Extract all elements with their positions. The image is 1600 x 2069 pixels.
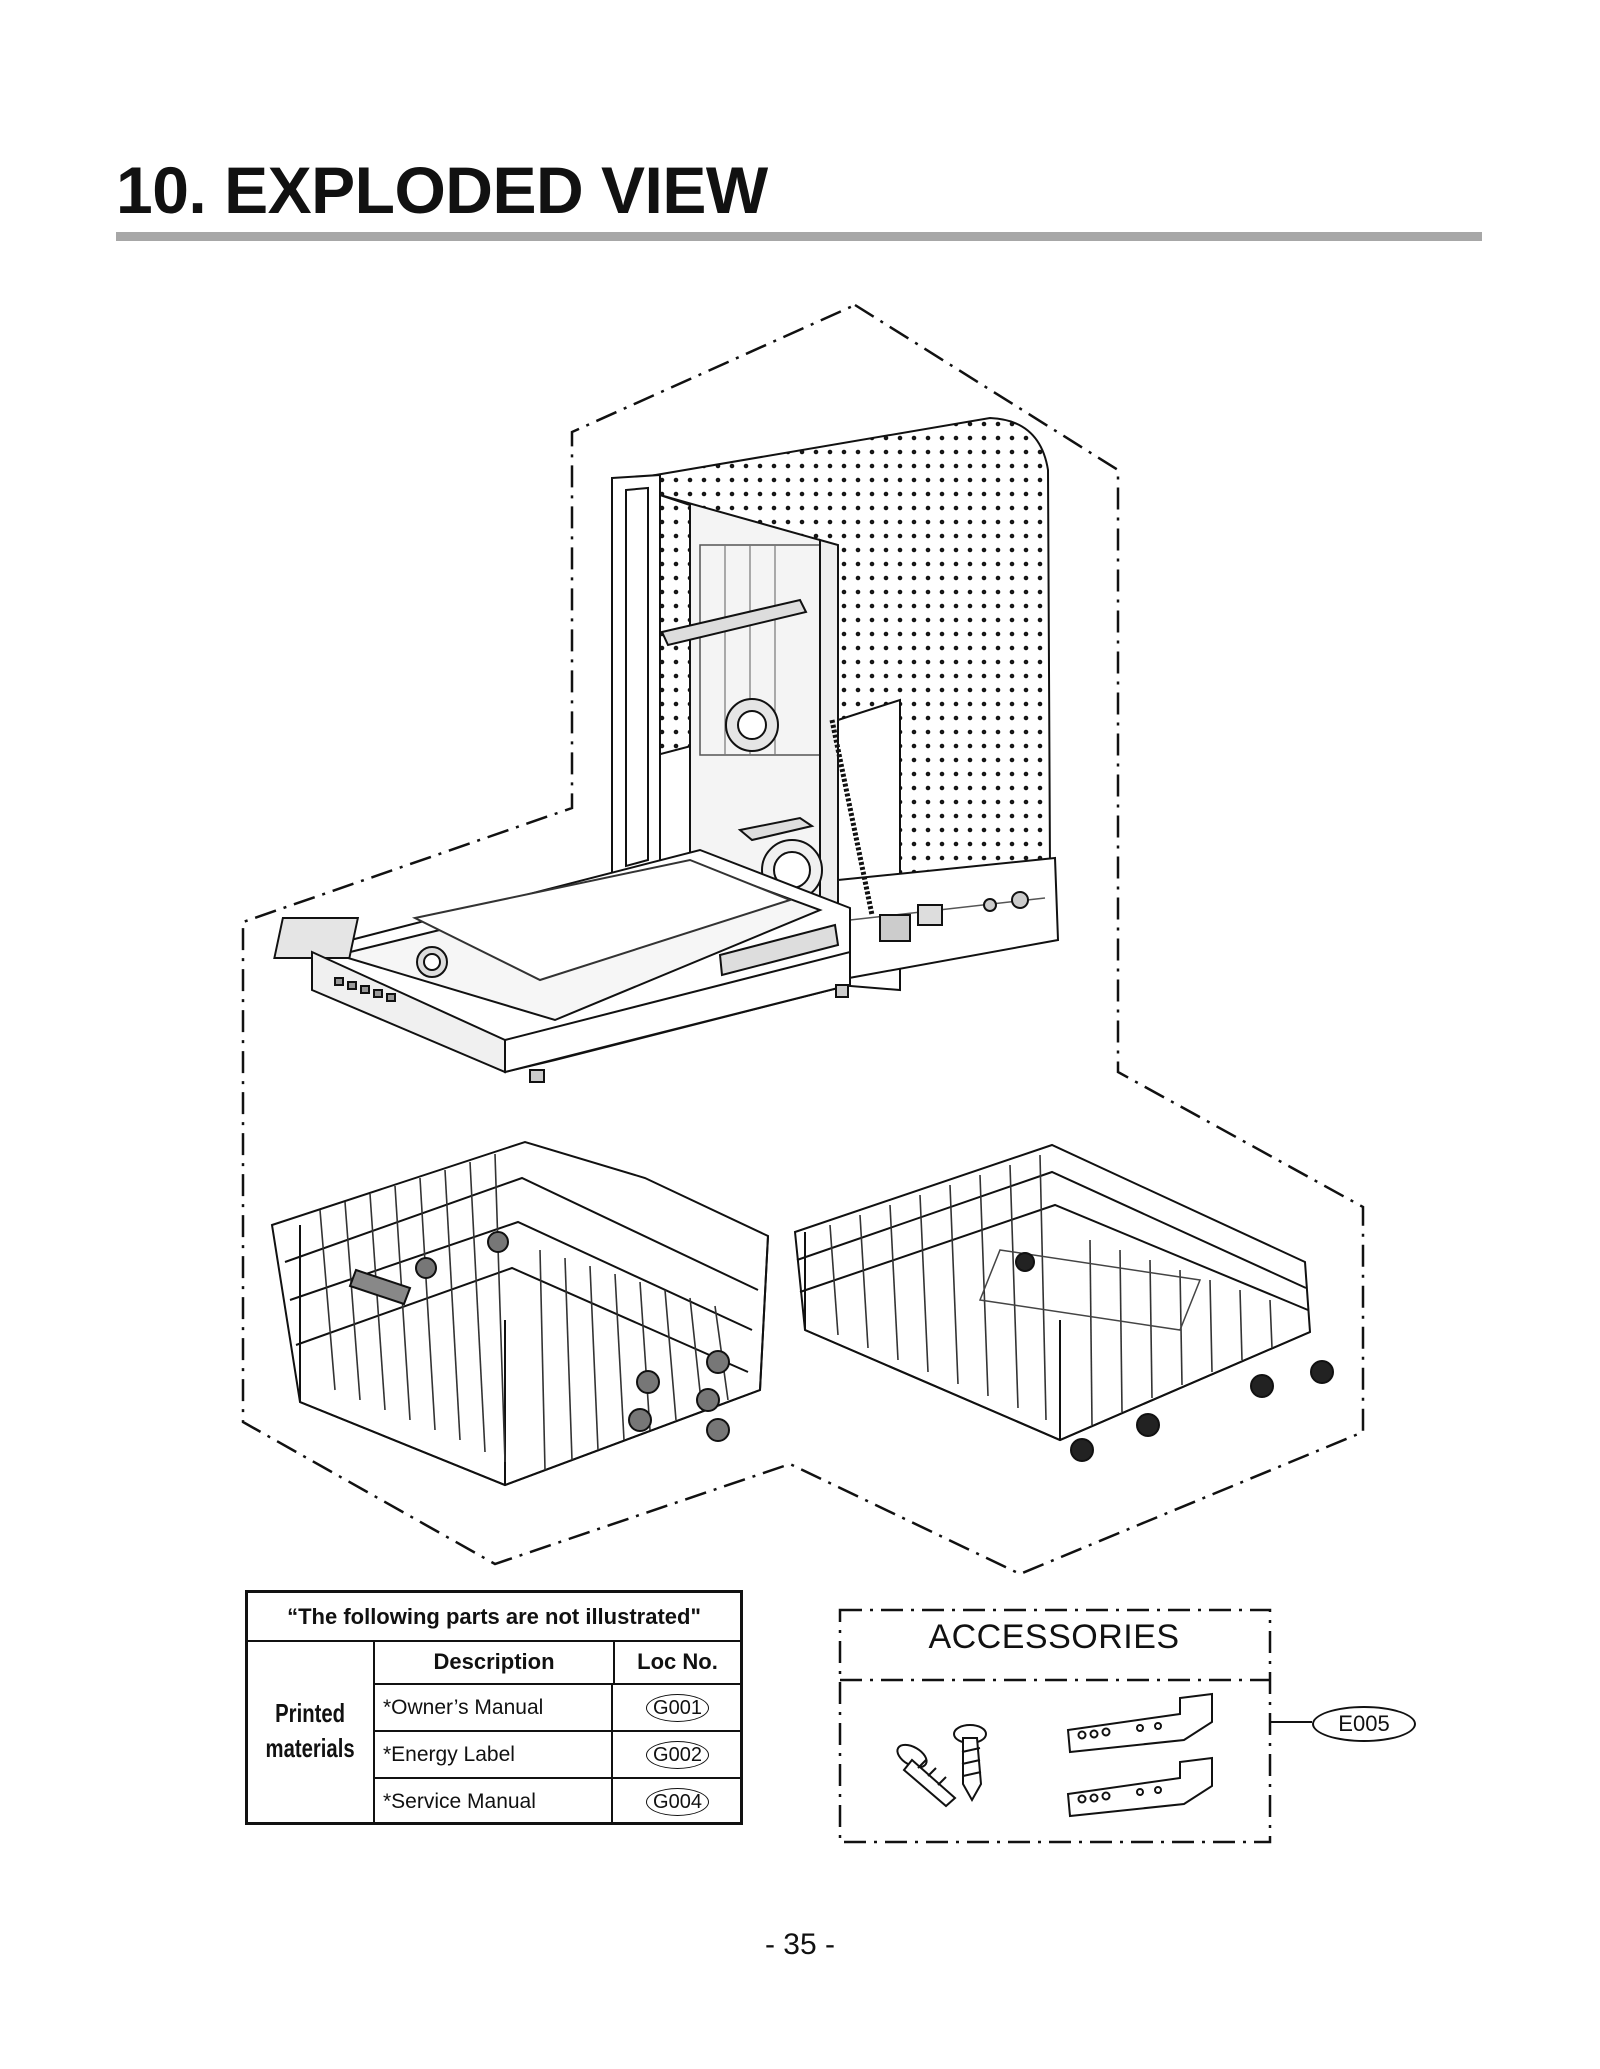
table-row: *Energy Label G002 <box>375 1732 740 1779</box>
category-cell: Printed materials <box>248 1640 375 1822</box>
row-loc-no: G002 <box>615 1732 740 1777</box>
upper-rack <box>270 1140 770 1487</box>
assembly-boundary <box>241 303 1365 1576</box>
lower-rack <box>793 1143 1334 1462</box>
screw-icon <box>896 1724 987 1808</box>
loc-oval: G001 <box>646 1693 709 1722</box>
title-rule <box>116 232 1482 241</box>
door-assembly <box>273 848 851 1083</box>
accessories-box <box>838 1608 1312 1844</box>
loc-no-header: Loc No. <box>615 1640 740 1685</box>
table-row: *Owner’s Manual G001 <box>375 1685 740 1732</box>
tub-cabinet <box>611 416 1060 992</box>
page-number: - 35 - <box>764 1928 836 1961</box>
loc-oval: G004 <box>646 1787 709 1816</box>
row-loc-no: G001 <box>615 1685 740 1730</box>
table-row: *Service Manual G004 <box>375 1779 740 1824</box>
category-line-1: Printed <box>275 1697 346 1728</box>
loc-oval: G002 <box>646 1740 709 1769</box>
row-description: *Owner’s Manual <box>375 1685 613 1730</box>
accessories-callout: E005 <box>1312 1706 1416 1742</box>
description-header: Description <box>375 1640 615 1685</box>
not-illustrated-parts-table: “The following parts are not illustrated… <box>245 1590 743 1825</box>
table-caption: “The following parts are not illustrated… <box>248 1593 740 1642</box>
category-line-2: materials <box>265 1733 356 1763</box>
bracket-icon <box>1066 1692 1213 1818</box>
page-title: 10. EXPLODED VIEW <box>116 153 768 227</box>
row-description: *Service Manual <box>375 1779 613 1824</box>
row-description: *Energy Label <box>375 1732 613 1777</box>
accessories-title: ACCESSORIES <box>928 1618 1180 1656</box>
row-loc-no: G004 <box>615 1779 740 1824</box>
